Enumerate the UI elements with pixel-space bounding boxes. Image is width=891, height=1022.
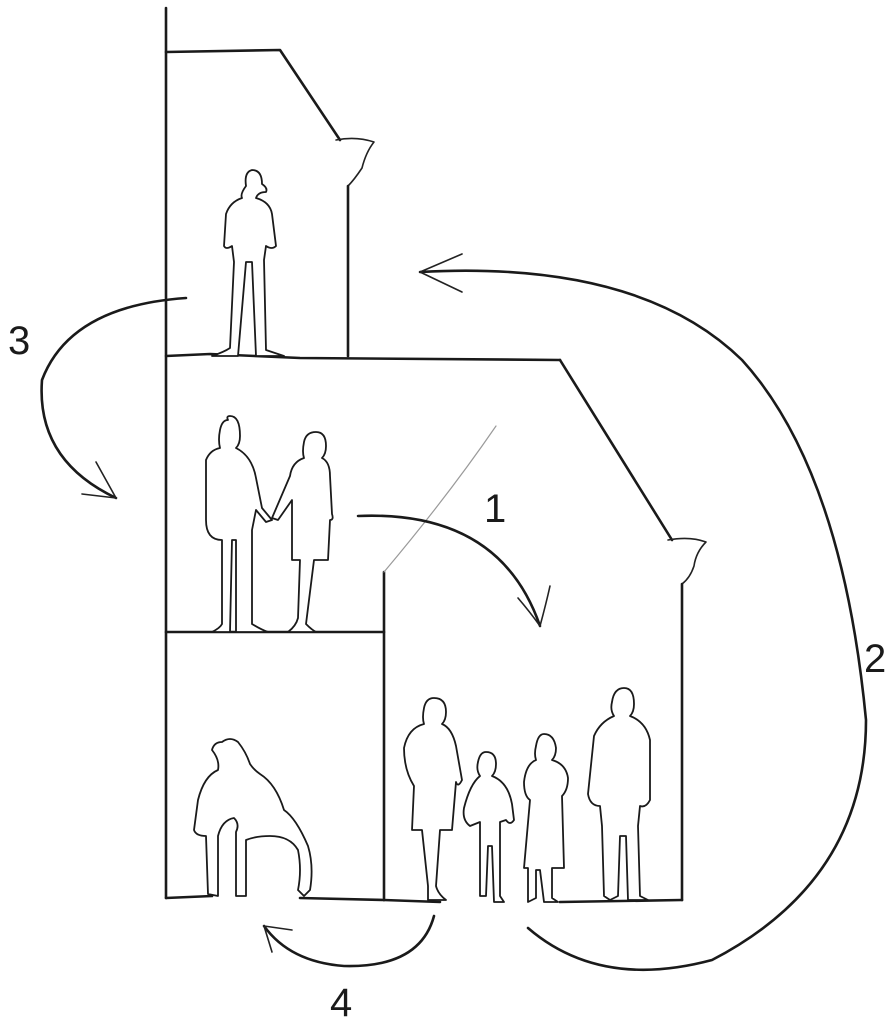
label-2: 2	[864, 637, 886, 681]
arrow-3	[40, 296, 188, 500]
building-outline	[164, 6, 707, 904]
family-group-ground-floor	[403, 687, 651, 903]
elderly-person-ground-floor	[193, 738, 313, 897]
person-top-floor	[211, 169, 285, 357]
arrow-2	[418, 253, 868, 972]
arrow-1	[356, 514, 551, 628]
arrow-4	[262, 914, 436, 968]
label-4: 4	[330, 981, 352, 1022]
label-1: 1	[484, 487, 506, 531]
label-3: 3	[8, 319, 30, 363]
couple-middle-floor	[205, 415, 334, 633]
